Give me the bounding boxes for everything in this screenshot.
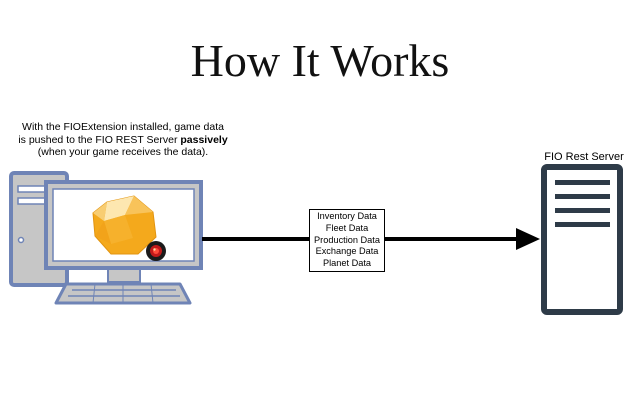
description-text: With the FIOExtension installed, game da… bbox=[4, 121, 242, 159]
data-type-item: Fleet Data bbox=[325, 222, 369, 233]
data-type-item: Planet Data bbox=[322, 258, 371, 269]
description-line-2: is pushed to the FIO REST Server passive… bbox=[18, 133, 228, 146]
data-type-item: Production Data bbox=[314, 234, 380, 245]
server-slot-2 bbox=[555, 194, 610, 199]
description-line-3: (when your game receives the data). bbox=[37, 146, 209, 158]
description-emphasis: passively bbox=[180, 133, 228, 146]
server-rack-icon bbox=[541, 164, 623, 315]
page-title: How It Works bbox=[190, 35, 450, 86]
data-types-box: Inventory Data Fleet Data Production Dat… bbox=[309, 209, 385, 272]
red-eye-icon bbox=[146, 241, 166, 261]
server-slot-4 bbox=[555, 222, 610, 227]
server-slot-1 bbox=[555, 180, 610, 185]
tower-power-button bbox=[17, 236, 25, 244]
description-line-1: With the FIOExtension installed, game da… bbox=[22, 121, 224, 133]
server-slot-3 bbox=[555, 208, 610, 213]
data-type-item: Inventory Data bbox=[317, 211, 377, 221]
server-label: FIO Rest Server bbox=[544, 151, 624, 163]
data-type-item: Exchange Data bbox=[315, 246, 379, 257]
server-body bbox=[541, 164, 623, 315]
monitor-neck bbox=[107, 268, 141, 283]
orange-polyhedron-icon bbox=[92, 195, 157, 255]
